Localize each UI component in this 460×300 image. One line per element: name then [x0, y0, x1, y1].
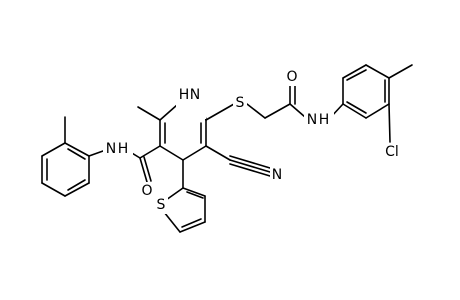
o-amide-bg — [140, 182, 154, 200]
bond-carbonyl-o — [139, 157, 148, 183]
s-thiophene-bg — [154, 196, 168, 214]
bond-carbonyl-o-double — [143, 156, 152, 182]
acetamide-h-label: H — [319, 112, 330, 128]
amide-o-label: O — [141, 183, 152, 199]
bond-aryl-methyl — [388, 64, 413, 79]
bond-thio-c4-c5-double — [181, 218, 202, 228]
bond-aryl-f-double — [346, 101, 367, 114]
o-acetamide-bg — [285, 68, 299, 86]
bond-thio-c4-c5 — [179, 221, 206, 233]
chlorine-label: Cl — [385, 144, 399, 160]
bond-aryl-f — [342, 103, 367, 119]
nh-amide-bg — [103, 140, 133, 158]
bond-tolyl-e — [64, 182, 90, 197]
s-thioether-bg — [233, 94, 247, 112]
amide-h-label: H — [118, 141, 129, 157]
n-nitrile-bg — [270, 166, 284, 184]
bond-layer — [41, 64, 413, 233]
bond-aryl-cl — [388, 103, 391, 143]
bond-aryl-b-double — [346, 69, 367, 81]
bond-cn-triple-3 — [229, 163, 271, 177]
bond-thio-c2-c3-double — [186, 191, 204, 199]
bond-aryl-c — [365, 64, 390, 79]
bond-c2-s — [205, 103, 235, 121]
bond-tolyl-a-double — [67, 148, 86, 160]
atom-label-layer: H N S O N H Cl N H O N — [103, 68, 404, 214]
bond-thio-c2-s — [165, 187, 184, 201]
bond-aryl-b — [342, 64, 367, 79]
bond-methyl-c6 — [137, 106, 161, 121]
bond-co-n — [289, 103, 306, 118]
bond-thio-c5-s — [163, 211, 181, 233]
bond-tolyl-b — [41, 142, 66, 157]
bond-c5-c4 — [159, 145, 184, 161]
thioether-s-label: S — [236, 95, 245, 111]
bond-c4-c3 — [182, 145, 207, 161]
ring-nh-n-label: N — [190, 87, 200, 103]
nh-acetamide-bg — [304, 111, 334, 129]
bond-n-tolyl — [88, 150, 104, 157]
ring-nh-h-label: H — [179, 87, 190, 103]
bond-c6-n1 — [159, 104, 178, 121]
bond-ch2-co — [264, 103, 291, 119]
bond-tolyl-d — [41, 182, 66, 197]
bond-thio-c2-c3 — [182, 187, 206, 197]
bond-c3-cn — [205, 145, 231, 161]
bond-cn-triple-1 — [229, 159, 271, 173]
cl-bg — [380, 143, 404, 161]
bond-tolyl-e-double — [67, 179, 86, 191]
acetamide-o-label: O — [286, 69, 297, 85]
acetamide-n-label: N — [307, 112, 317, 128]
bond-s-ch2 — [246, 103, 266, 119]
nitrile-n-label: N — [272, 167, 282, 183]
bond-tolyl-a — [64, 142, 90, 157]
thiophene-s-label: S — [157, 197, 166, 213]
bond-c5-carbonyl — [139, 145, 161, 159]
bond-cn-triple-2 — [229, 155, 271, 169]
amide-n-label: N — [106, 141, 116, 157]
nh-ring-bg — [176, 87, 206, 119]
bond-aryl-e — [365, 103, 390, 119]
